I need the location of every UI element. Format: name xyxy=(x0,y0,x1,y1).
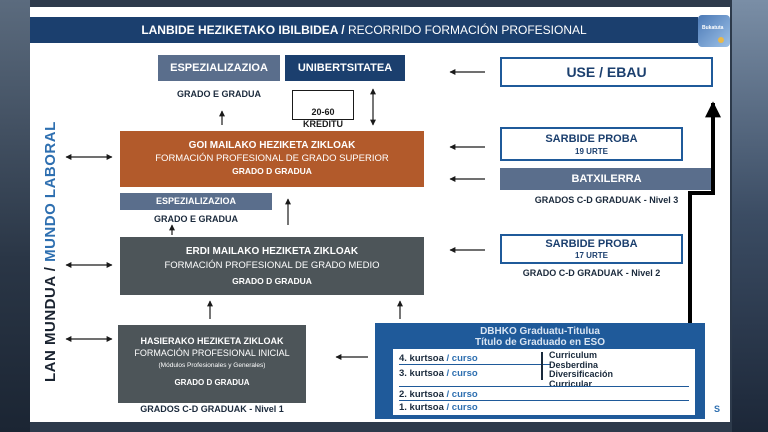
hasierako-line2: FORMACIÓN PROFESIONAL INICIAL xyxy=(134,348,290,358)
footer-s: S xyxy=(714,404,721,414)
hasierako-below: GRADOS C-D GRADUAK - Nivel 1 xyxy=(140,404,284,414)
batxilerra-box: BATXILERRA xyxy=(500,168,713,190)
dbh-k4: 4. kurtsoa / curso xyxy=(399,353,478,364)
badge-dot-icon xyxy=(718,37,724,43)
espez2-sub: GRADO E GRADUA xyxy=(153,214,238,224)
use-ebau-box: USE / EBAU xyxy=(500,57,713,87)
kreditu-label: 20-60 KREDITU xyxy=(303,107,343,129)
erdi-line2: FORMACIÓN PROFESIONAL DE GRADO MEDIO xyxy=(164,260,380,271)
sarbide2-below: GRADO C-D GRADUAK - Nivel 2 xyxy=(522,268,661,278)
goi-mailako-box: GOI MAILAKO HEZIKETA ZIKLOAK FORMACIÓN P… xyxy=(120,131,424,187)
dbh-k1: 1. kurtsoa / curso xyxy=(399,402,478,413)
hasierako-line3: (Módulos Profesionales y Generales) xyxy=(158,362,266,369)
sarbide-proba-17-box: SARBIDE PROBA 17 URTE xyxy=(500,234,683,264)
batxilerra-sub: GRADOS C-D GRADUAK - Nivel 3 xyxy=(534,195,679,205)
dbh-inner: 4. kurtsoa / curso 3. kurtsoa / curso Cu… xyxy=(393,349,695,415)
dbh-title2: Título de Graduado en ESO xyxy=(474,337,605,348)
background-right xyxy=(732,0,768,432)
badge-text: Bukatuta xyxy=(702,25,724,31)
dbh-divider-2 xyxy=(399,386,689,387)
dbh-divider-1 xyxy=(399,364,551,365)
dbh-k3: 3. kurtsoa / curso xyxy=(399,368,478,379)
page-title: LANBIDE HEZIKETAKO IBILBIDEA / RECORRIDO… xyxy=(30,17,698,43)
use-ebau-label: USE / EBAU xyxy=(566,64,647,80)
unibertsitatea-box: UNIBERTSITATEA xyxy=(285,55,405,81)
sarbide-proba-19-box: SARBIDE PROBA 19 URTE xyxy=(500,127,683,161)
dbh-k2: 2. kurtsoa / curso xyxy=(399,389,478,400)
espezializazioa-top-label: ESPEZIALIZAZIOA xyxy=(170,62,268,74)
main-path-arrow xyxy=(688,101,721,323)
background-left xyxy=(0,0,30,432)
dbh-divider-3 xyxy=(399,400,689,401)
hasierako-box: HASIERAKO HEZIKETA ZIKLOAK FORMACIÓN PRO… xyxy=(118,325,306,403)
batxilerra-label: BATXILERRA xyxy=(571,173,642,185)
goi-line3: GRADO D GRADUA xyxy=(232,166,312,176)
erdi-line1: ERDI MAILAKO HEZIKETA ZIKLOAK xyxy=(185,246,359,257)
sarbide1-sub: 19 URTE xyxy=(575,147,608,156)
dbh-box: DBHKO Graduatu-Titulua Título de Graduad… xyxy=(375,323,705,419)
sarbide2-title: SARBIDE PROBA xyxy=(545,238,638,250)
espezializazioa-top-box: ESPEZIALIZAZIOA xyxy=(158,55,280,81)
connectors xyxy=(65,69,721,360)
dbh-bracket xyxy=(541,352,543,380)
hasierako-line1: HASIERAKO HEZIKETA ZIKLOAK xyxy=(140,336,284,346)
espezializazioa-mid-box: ESPEZIALIZAZIOA xyxy=(120,193,272,210)
slide: LANBIDE HEZIKETAKO IBILBIDEA / RECORRIDO… xyxy=(30,7,730,422)
grado-e-top: GRADO E GRADUA xyxy=(176,89,261,99)
erdi-mailako-box: ERDI MAILAKO HEZIKETA ZIKLOAK FORMACIÓN … xyxy=(120,237,424,295)
sarbide1-title: SARBIDE PROBA xyxy=(545,133,638,145)
dbh-title1: DBHKO Graduatu-Titulua xyxy=(480,326,600,337)
goi-line2: FORMACIÓN PROFESIONAL DE GRADO SUPERIOR xyxy=(155,153,389,164)
title-main: LANBIDE HEZIKETAKO IBILBIDEA / xyxy=(141,23,345,37)
espez2-label: ESPEZIALIZAZIOA xyxy=(155,196,236,206)
title-sub: RECORRIDO FORMACIÓN PROFESIONAL xyxy=(344,23,587,37)
erdi-line3: GRADO D GRADUA xyxy=(232,276,312,286)
kreditu-box: 20-60 KREDITU xyxy=(292,90,354,129)
goi-line1: GOI MAILAKO HEZIKETA ZIKLOAK xyxy=(188,140,356,151)
hasierako-line4: GRADO D GRADUA xyxy=(174,378,250,387)
logo-badge: Bukatuta xyxy=(698,15,730,47)
sarbide2-sub: 17 URTE xyxy=(575,251,608,260)
unibertsitatea-label: UNIBERTSITATEA xyxy=(297,62,393,74)
